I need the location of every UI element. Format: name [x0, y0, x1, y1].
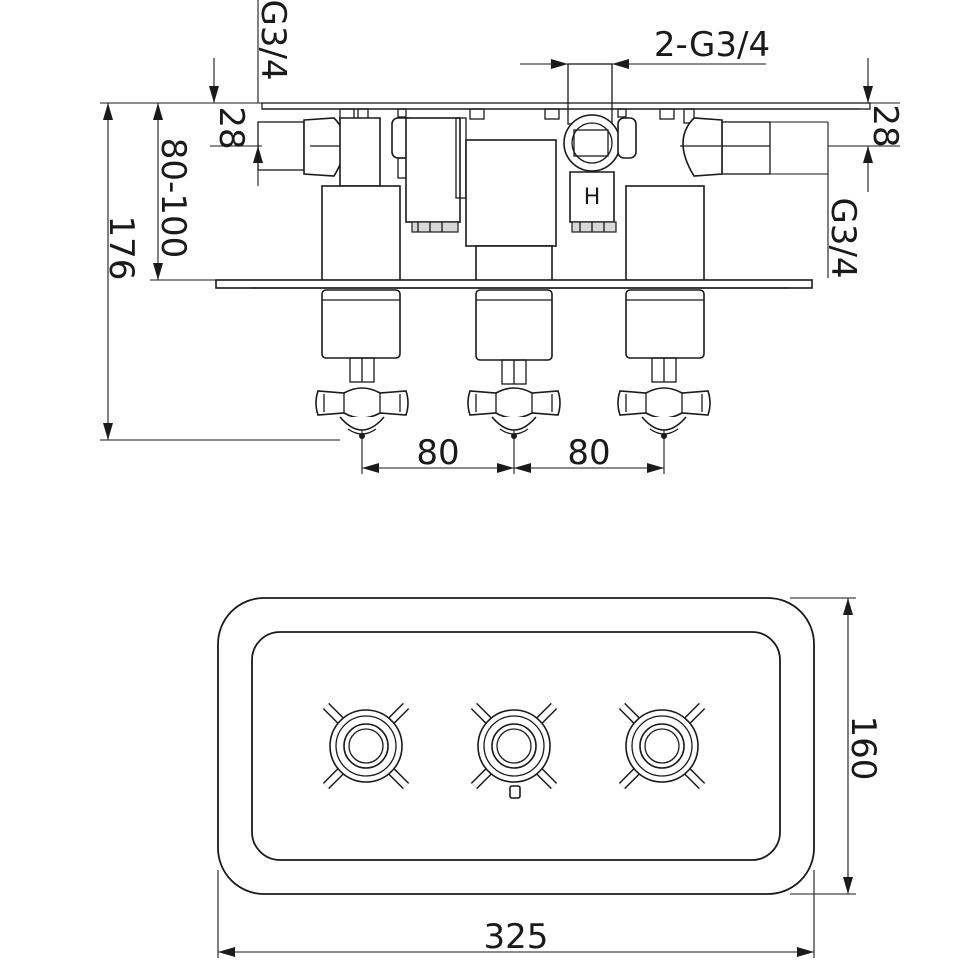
spacing-left-label: 80: [416, 433, 459, 473]
right-inlet: [680, 117, 771, 177]
inlet-left-label: G3/4: [253, 0, 293, 81]
dimension-inlet-right: G3/4: [770, 121, 863, 279]
dimension-offset-right: 28: [828, 58, 905, 192]
front-plate-inner: [251, 631, 781, 861]
wall-depth-label: 80-100: [153, 138, 193, 258]
front-height-label: 160: [843, 716, 883, 781]
dimension-inlet-left: G3/4: [253, 0, 293, 103]
center-valve-body: [455, 117, 557, 385]
dimension-front-width: 325: [217, 870, 815, 958]
total-depth-label: 176: [101, 216, 141, 281]
hot-marker: H: [584, 185, 601, 210]
center-indicator: [509, 785, 521, 799]
side-view: H 176: [100, 0, 905, 474]
front-view: 160 325: [217, 597, 883, 958]
dimension-spacing: 80 80: [361, 430, 665, 474]
dimension-front-height: 160: [790, 597, 883, 895]
right-valve-body: [625, 185, 705, 383]
back-plate: [261, 102, 871, 110]
offset-left-label: 28: [211, 106, 251, 149]
spacing-right-label: 80: [567, 433, 610, 473]
dimension-total-depth: 176: [100, 102, 340, 441]
offset-right-label: 28: [865, 104, 905, 147]
front-plate-outer: [217, 597, 815, 895]
outlet-connector: H: [563, 63, 637, 233]
front-handle-left: [326, 706, 406, 786]
left-cartridge: [391, 117, 461, 233]
left-inlet: [257, 117, 346, 177]
front-handle-right: [622, 706, 702, 786]
dimension-outlets: 2-G3/4: [520, 25, 770, 69]
front-width-label: 325: [484, 917, 549, 957]
cover-plate: [215, 279, 813, 289]
dimension-wall-depth: 80-100: [150, 103, 216, 281]
front-handle-center: [474, 706, 554, 786]
outlets-label: 2-G3/4: [654, 25, 770, 65]
dimension-offset-left: 28: [209, 58, 263, 186]
inlet-right-label: G3/4: [823, 197, 863, 278]
left-valve-body: [321, 117, 401, 383]
